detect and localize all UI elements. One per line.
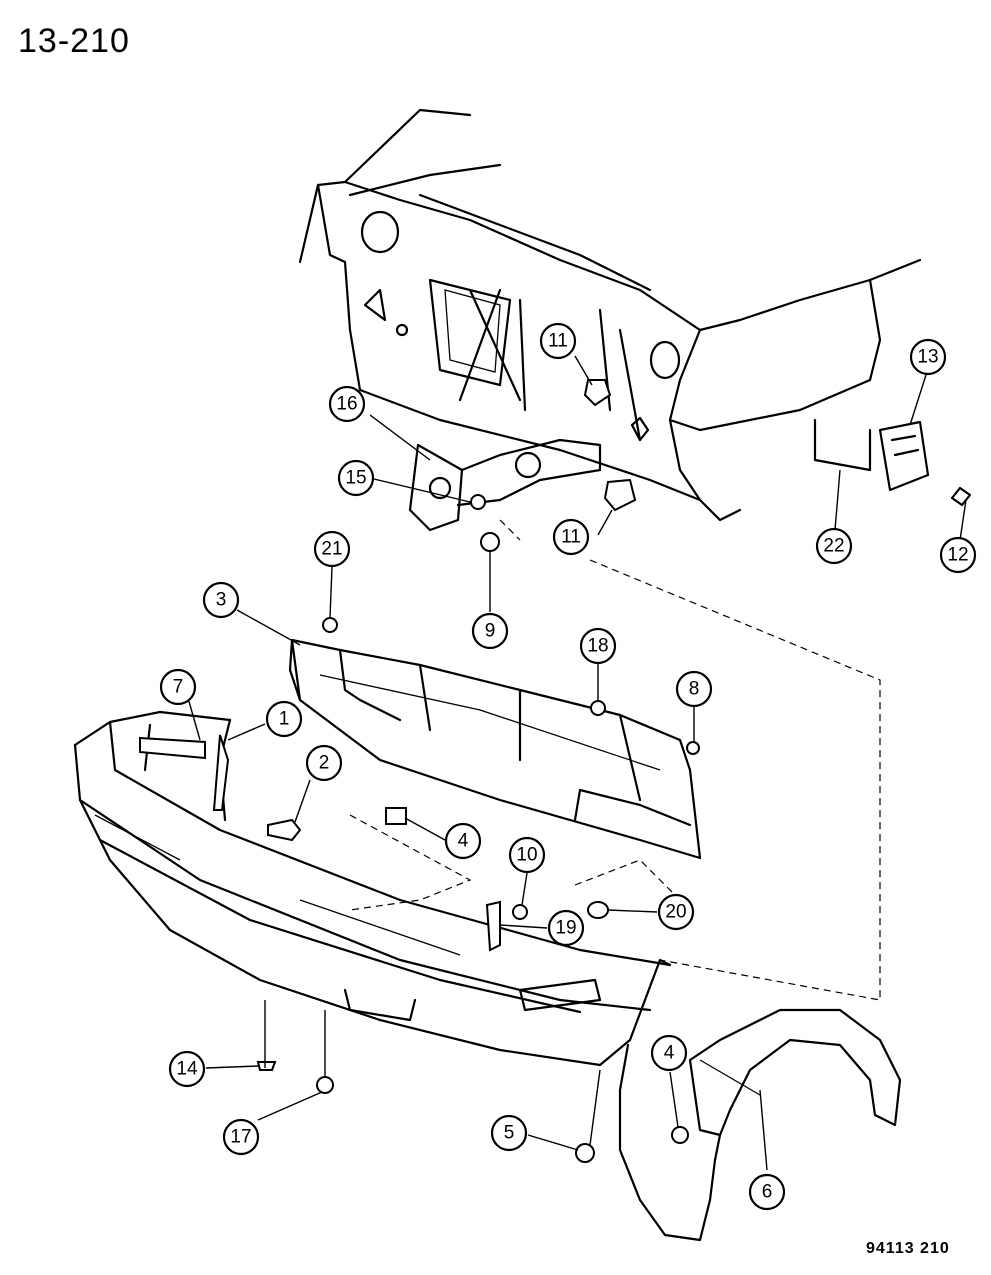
callout-22: 22 [815,527,853,565]
svg-text:6: 6 [762,1182,773,1203]
svg-text:11: 11 [561,527,581,548]
assembly-guide-line [574,859,681,901]
svg-text:4: 4 [458,831,469,852]
part-15 [470,494,486,510]
part-10 [512,904,528,920]
part-7 [139,736,206,760]
svg-text:14: 14 [176,1059,198,1080]
callout-7: 7 [159,668,197,706]
part-4-upper [385,807,407,825]
page-number: 13-210 [18,22,130,60]
svg-text:3: 3 [216,590,227,611]
svg-text:7: 7 [173,677,184,698]
splash-shield [688,1008,902,1137]
svg-text:5: 5 [504,1123,515,1144]
part-11-upper [583,379,612,407]
part-21 [322,617,338,633]
svg-text:16: 16 [336,394,357,415]
figure-code: 94113 210 [866,1240,950,1257]
callout-4-upper: 4 [444,822,482,860]
hood-latch [878,420,972,507]
svg-text:9: 9 [485,621,496,642]
callout-1: 1 [265,700,303,738]
callout-2: 2 [305,744,343,782]
callout-3: 3 [202,581,240,619]
svg-text:15: 15 [345,468,366,489]
part-1 [212,734,230,811]
crash-sleeve-assembly [408,438,602,532]
part-19 [485,900,501,952]
callout-13: 13 [909,338,947,376]
svg-text:4: 4 [664,1043,675,1064]
svg-text:12: 12 [947,545,968,566]
callout-9: 9 [471,612,509,650]
svg-text:13: 13 [917,347,938,368]
leader-lines [187,355,967,1171]
svg-text:18: 18 [587,636,608,657]
callout-11-upper: 11 [539,322,577,360]
callout-20: 20 [657,893,695,931]
part-11-lower [603,478,637,512]
callout-5: 5 [490,1114,528,1152]
svg-text:19: 19 [555,918,576,939]
callout-8: 8 [675,670,713,708]
svg-text:17: 17 [230,1127,251,1148]
svg-text:21: 21 [321,539,342,560]
part-4-lower [671,1126,689,1144]
svg-text:10: 10 [516,845,537,866]
front-fascia [73,710,672,1067]
vehicle-front-body [298,108,922,522]
part-20 [587,901,609,919]
part-2 [267,818,302,842]
assembly-guide-line [589,559,881,1001]
part-5 [575,1143,595,1163]
callout-18: 18 [579,627,617,665]
fender-outline [618,1043,722,1242]
bumper-reinforcement [288,638,702,860]
callout-6: 6 [748,1173,786,1211]
part-14 [256,1061,277,1071]
assembly-guide-line [499,519,521,541]
callout-19: 19 [547,909,585,947]
callout-12: 12 [939,536,977,574]
svg-text:1: 1 [279,709,290,730]
fasteners [139,379,700,1163]
callout-15: 15 [337,459,375,497]
callout-21: 21 [313,530,351,568]
callout-11-lower: 11 [552,518,590,556]
callout-4-lower: 4 [650,1034,688,1072]
part-9 [480,532,500,552]
svg-text:11: 11 [548,331,568,352]
callout-16: 16 [328,385,366,423]
svg-text:20: 20 [665,902,686,923]
callout-14: 14 [168,1050,206,1088]
svg-text:8: 8 [689,679,700,700]
svg-text:22: 22 [823,536,844,557]
svg-text:2: 2 [319,753,330,774]
callout-10: 10 [508,836,546,874]
part-8 [686,741,700,755]
callout-17: 17 [222,1118,260,1156]
part-17 [316,1076,334,1094]
part-18 [590,700,606,716]
